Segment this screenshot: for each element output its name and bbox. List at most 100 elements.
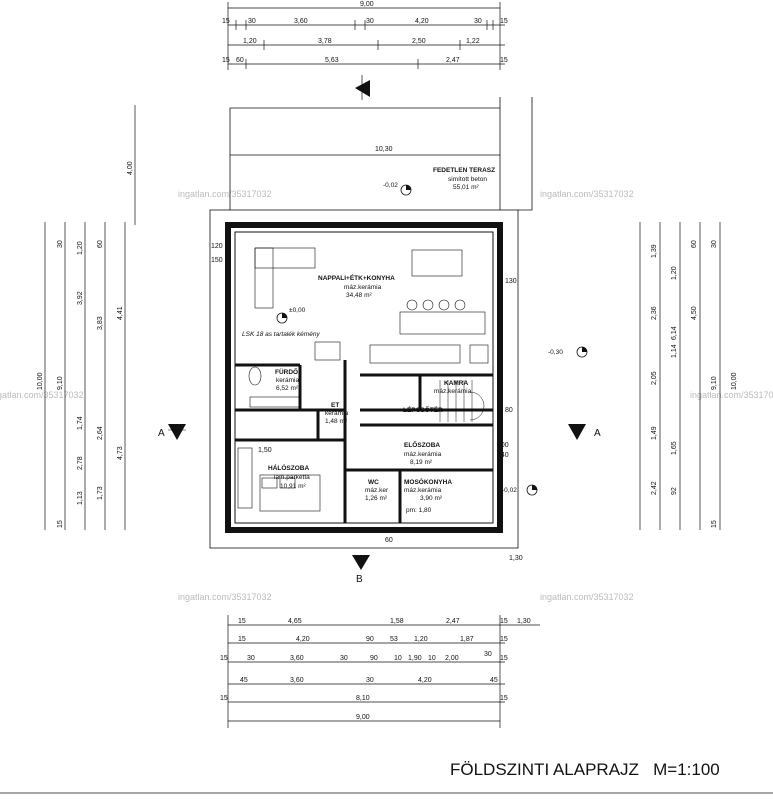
dim-80: 80 [505,407,513,414]
left-dim-8: 2,64 [97,426,104,440]
level-ext: -0,30 [548,349,563,356]
chimney-note: LSK 18 as tartalék kémény [242,331,320,338]
bot-dim-4-2: 30 [366,677,374,684]
right-dim-13: 60 [691,240,698,248]
interior-walls [235,360,493,523]
bot-dim-1-1: 4,65 [288,618,302,625]
left-dim-11: 1,20 [77,241,84,255]
section-b-top [355,75,370,100]
wc-finish: máz.ker [365,487,389,494]
right-dim-6: 1,49 [651,426,658,440]
dim-120: 120 [211,243,223,250]
section-a [168,424,586,440]
top-dim-3-0: 1,20 [243,38,257,45]
bot-dim-3-3: 30 [340,655,348,662]
bot-dim-2-5: 1,87 [460,636,474,643]
left-dim-15: 15 [57,520,64,528]
watermark-6: ingatlan.com/35317032 [690,390,773,400]
wc-name: WC [368,479,379,486]
right-dim-12: 92 [671,487,678,495]
top-dim-2-4: 4,20 [415,18,429,25]
bot-dim-2-4: 1,20 [414,636,428,643]
left-dim-10: 1,73 [97,486,104,500]
left-dim-3: 4,73 [117,446,124,460]
right-dim-10: 1,14 [671,344,678,358]
hall-name: ELŐSZOBA [404,440,440,449]
bot-dim-2-3: 53 [390,636,398,643]
bot-dim-3-8: 2,00 [445,655,459,662]
bot-dim-3-2: 3,60 [290,655,304,662]
section-b-label: B [356,574,363,585]
bot-dim-3-4: 90 [370,655,378,662]
top-dim-3-2: 2,50 [412,38,426,45]
right-dim-2: 4,50 [691,306,698,320]
bot-dim-5-0: 15 [220,695,228,702]
top-dim-4-4: 15 [500,57,508,64]
left-dim-9: 1,74 [77,416,84,430]
terrace-name: FEDETLEN TERASZ [433,167,495,174]
bot-dim-1-5: 1,30 [517,618,531,625]
right-dim-7: 2,42 [651,481,658,495]
watermark-5: ingatlan.com/35317032 [0,390,84,400]
drawing-title: FÖLDSZINTI ALAPRAJZ [450,760,639,779]
bot-dim-2-2: 90 [366,636,374,643]
left-dim-13: 60 [97,240,104,248]
bot-dim-5-1: 8,10 [356,695,370,702]
left-dim-12: 1,13 [77,491,84,505]
dim-1-30: 1,30 [509,555,523,562]
right-dim-14: 30 [711,240,718,248]
top-dim-4-0: 15 [222,57,230,64]
left-dim-5: 3,92 [77,291,84,305]
closet-area: 1,48 m² [325,418,348,425]
bath-finish: kerámia [276,377,300,384]
left-dim-0: 10,00 [37,372,44,390]
right-dim-8: 1,39 [651,244,658,258]
closet-name: ET [331,402,339,409]
right-dim-4: 2,36 [651,306,658,320]
section-a-left-label: A [158,428,165,439]
hall-finish: máz.kerámia [404,451,442,458]
top-dim-3-1: 3,78 [318,38,332,45]
top-dim-4-2: 5,63 [325,57,339,64]
building-walls [225,222,503,533]
top-dim-2-1: 30 [248,18,256,25]
top-dim-3-3: 1,22 [466,38,480,45]
laundry-finish: máz.kerámia [404,487,442,494]
dim-1-50: 1,50 [258,447,272,454]
drawing-scale: M=1:100 [653,760,720,779]
top-dim-2-5: 30 [474,18,482,25]
pantry-name: KAMRA [444,380,468,387]
bot-dim-4-4: 45 [490,677,498,684]
bath-furniture [237,366,321,512]
bot-dim-3-5: 10 [394,655,402,662]
living-name: NAPPALI+ÉTK+KONYHA [318,273,395,282]
watermark-2: ingatlan.com/35317032 [540,189,634,199]
bedroom-finish: lam.parketta [274,474,310,481]
laundry-area: 3,90 m² [420,495,443,502]
bot-dim-4-0: 45 [240,677,248,684]
stairs [439,380,485,422]
left-dim-14: 30 [57,240,64,248]
width-10-30: 10,30 [375,146,393,153]
laundry-name: MOSÓKONYHA [404,477,452,486]
right-dim-15: 15 [711,520,718,528]
bot-dim-4-1: 3,60 [290,677,304,684]
top-dim-2-2: 3,60 [294,18,308,25]
left-dimensions [44,105,136,530]
right-dim-11: 1,65 [671,441,678,455]
left-dim-1: 9,10 [57,376,64,390]
top-dim-4-1: 60 [236,57,244,64]
level-markers [276,184,588,496]
top-dim-2-6: 15 [500,18,508,25]
bot-dim-6-0: 9,00 [356,714,370,721]
left-dim-7: 2,78 [77,456,84,470]
terrace-outline [209,97,533,549]
terrace-finish: simított beton [448,176,487,183]
dim-150: 150 [211,257,223,264]
top-dim-2-3: 30 [366,18,374,25]
top-dim-total: 9,00 [360,1,374,8]
section-a-right-label: A [594,428,601,439]
bot-dim-2-0: 15 [238,636,246,643]
kitchen-furniture [254,247,489,364]
drawing-title-block: FÖLDSZINTI ALAPRAJZ M=1:100 [450,760,720,780]
